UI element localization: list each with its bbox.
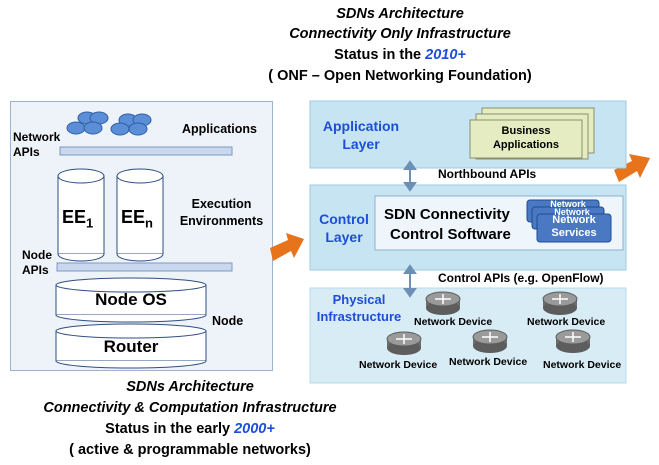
applications-label: Applications (182, 122, 258, 136)
control-layer-label: Control Layer (319, 211, 369, 245)
een-label-base: EE (121, 207, 146, 227)
een-label-sub: n (145, 215, 153, 231)
network-services-back-label: Network (550, 199, 586, 209)
right-title-line3: Status in the 2010+ (150, 47, 650, 63)
sdn-software-line2: Control Software (390, 226, 511, 243)
orange-arrow-left-icon (270, 233, 304, 261)
business-applications-stack (469, 107, 595, 160)
orange-arrow-right-icon (614, 154, 650, 182)
ee1-cylinder (57, 168, 105, 262)
node-label: Node (212, 314, 244, 328)
ee1-label-sub: 1 (86, 215, 94, 231)
network-apis-bar (59, 146, 233, 156)
router-cylinder (55, 323, 207, 369)
business-applications-label: Business Applications (492, 125, 559, 151)
network-device-label: Network Device (359, 359, 438, 371)
network-device-icon (386, 331, 422, 355)
right-title-line2: Connectivity Only Infrastructure (289, 26, 511, 42)
right-title-line4: ( ONF – Open Networking Foundation) (268, 68, 532, 84)
network-services-label: Network Services (551, 214, 597, 239)
network-device-icon (425, 291, 461, 315)
left-title-line4: ( active & programmable networks) (69, 442, 311, 458)
right-title-year: 2010+ (425, 47, 466, 63)
network-device-icon (542, 291, 578, 315)
network-device-label: Network Device (527, 316, 606, 328)
execution-environments-label: Execution Environments (179, 197, 264, 228)
node-apis-label: Node APIs (22, 248, 52, 277)
left-title-line3: Status in the early 2000+ (0, 421, 380, 437)
node-os-cylinder (55, 277, 207, 323)
een-cylinder (116, 168, 164, 262)
left-title-line2: Connectivity & Computation Infrastructur… (43, 400, 337, 416)
node-apis-bar (56, 262, 233, 272)
network-device-icon (472, 329, 508, 353)
network-device-label: Network Device (414, 316, 493, 328)
northbound-apis-label: Northbound APIs (438, 167, 537, 181)
control-apis-double-arrow-icon (403, 264, 417, 298)
control-apis-label: Control APIs (e.g. OpenFlow) (438, 271, 604, 285)
network-apis-label: Network APIs (13, 130, 61, 159)
application-layer-label: Application Layer (322, 118, 400, 152)
left-title-year: 2000+ (234, 421, 275, 437)
network-device-label: Network Device (543, 359, 622, 371)
network-device-icon (555, 329, 591, 353)
ee1-label-base: EE (62, 207, 87, 227)
network-services-stack (526, 199, 612, 243)
sdn-software-line1: SDN Connectivity (384, 206, 510, 223)
ee1-label: EE1 (62, 207, 93, 231)
left-title-line3-prefix: Status in the early (105, 421, 235, 437)
network-services-mid-label: Network (554, 207, 590, 217)
northbound-double-arrow-icon (403, 160, 417, 192)
network-device-label: Network Device (449, 356, 528, 368)
router-label: Router (103, 337, 159, 356)
node-os-label: Node OS (95, 290, 167, 309)
physical-infrastructure-label: Physical Infrastructure (316, 292, 402, 324)
applications-icon (66, 111, 152, 136)
right-title-line3-prefix: Status in the (334, 47, 426, 63)
een-label: EEn (121, 207, 153, 231)
left-title-line1: SDNs Architecture (126, 379, 254, 395)
right-title-line1: SDNs Architecture (336, 6, 464, 22)
